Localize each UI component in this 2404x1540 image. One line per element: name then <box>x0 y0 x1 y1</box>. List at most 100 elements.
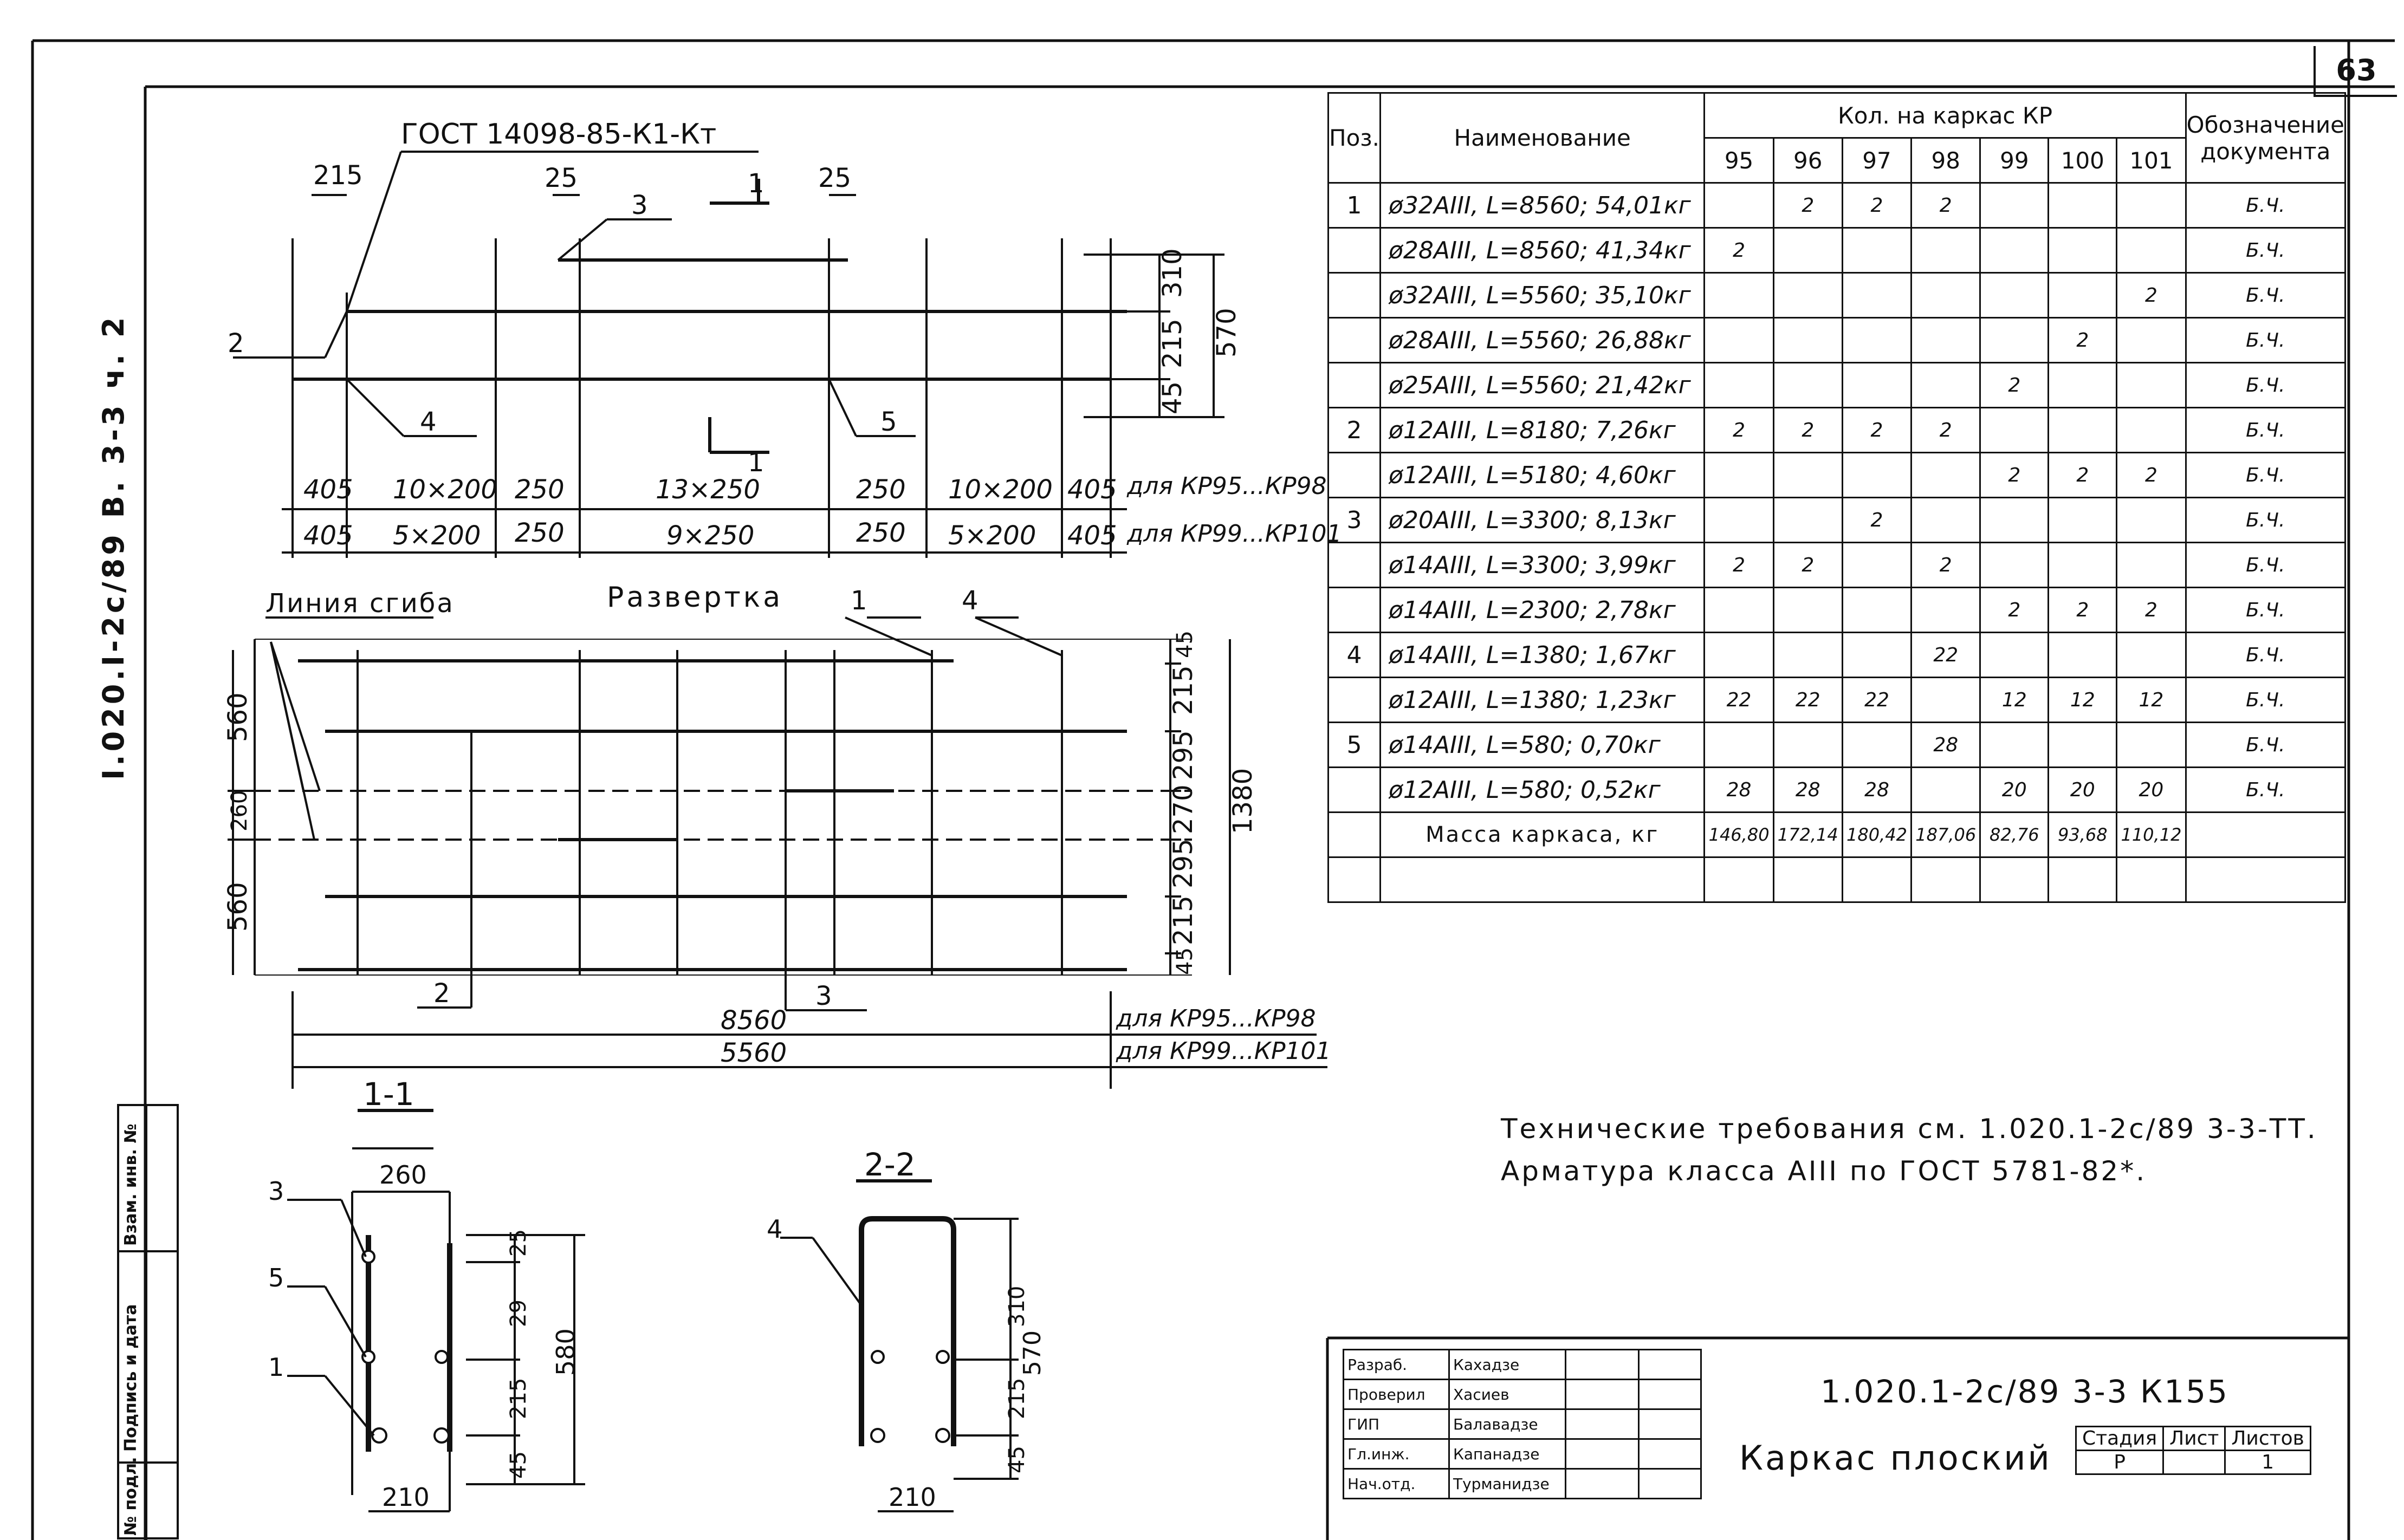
cell-name: ø12АIII, L=580; 0,52кг <box>1379 766 1706 813</box>
dim-r-45a: 45 <box>1172 631 1197 658</box>
cell-qty <box>2116 497 2187 543</box>
cell-qty: 20 <box>2116 766 2187 813</box>
cell-qty <box>1703 722 1774 768</box>
cell-qty <box>1910 766 1981 813</box>
cell-qty <box>1910 362 1981 408</box>
callout-3: 3 <box>631 190 648 220</box>
cell-qty <box>1910 677 1981 723</box>
mass-value: 82,76 <box>1979 811 2050 858</box>
cell-qty <box>1910 497 1981 543</box>
cell-qty <box>2116 182 2187 229</box>
sheet-label: Лист <box>2162 1426 2226 1451</box>
unfold-callout-2: 2 <box>433 978 450 1009</box>
empty-cell <box>1772 856 1843 903</box>
row2-dim-4: 250 <box>856 518 906 548</box>
section-1-dim-25: 25 <box>506 1229 531 1257</box>
dim-right-310: 310 <box>1157 248 1188 298</box>
mass-value: 110,12 <box>2116 811 2187 858</box>
dim-top-215: 215 <box>313 160 363 191</box>
cell-qty: 2 <box>1841 407 1913 453</box>
row2-dim-6: 405 <box>1067 521 1117 551</box>
role-signature <box>1565 1438 1640 1470</box>
cell-qty <box>1910 317 1981 363</box>
row2-dim-3: 9×250 <box>666 521 754 551</box>
dim-r-1380: 1380 <box>1228 768 1258 834</box>
role-person: Капанадзе <box>1448 1438 1566 1470</box>
empty-row <box>1327 856 2347 903</box>
cell-qty <box>1910 587 1981 633</box>
cell-qty <box>2047 272 2118 319</box>
cell-pos <box>1327 362 1381 408</box>
bend-line-label: Линия сгиба <box>265 588 455 619</box>
cell-name: ø14АIII, L=3300; 3,99кг <box>1379 542 1706 588</box>
cell-qty <box>2116 542 2187 588</box>
cell-qty: 2 <box>1703 227 1774 274</box>
cell-qty <box>1841 227 1913 274</box>
cell-pos: 3 <box>1327 497 1381 543</box>
cell-doc <box>2185 811 2347 858</box>
cell-name: ø14АIII, L=2300; 2,78кг <box>1379 587 1706 633</box>
header-col-100: 100 <box>2047 137 2118 184</box>
unfold-callout-3: 3 <box>815 981 832 1011</box>
cell-doc: Б.Ч. <box>2185 272 2347 319</box>
cell-pos: 4 <box>1327 632 1381 678</box>
section-1-callout-1: 1 <box>268 1353 284 1382</box>
dim-r-295a: 295 <box>1168 730 1198 780</box>
dim-r-295b: 295 <box>1168 839 1198 888</box>
cell-qty <box>2047 722 2118 768</box>
cell-qty <box>1979 542 2050 588</box>
sheet-value <box>2162 1450 2226 1475</box>
cell-qty <box>2116 407 2187 453</box>
cell-qty <box>1703 362 1774 408</box>
cell-qty: 2 <box>1703 542 1774 588</box>
empty-cell <box>2185 856 2347 903</box>
cell-qty <box>1703 272 1774 319</box>
cell-qty <box>1703 182 1774 229</box>
mass-value: 180,42 <box>1841 811 1913 858</box>
cell-qty <box>1703 497 1774 543</box>
cell-qty <box>2116 722 2187 768</box>
cell-name: ø12АIII, L=1380; 1,23кг <box>1379 677 1706 723</box>
row2-note: для КР99...КР101 <box>1126 520 1342 548</box>
cell-qty <box>1772 362 1843 408</box>
empty-cell <box>1703 856 1774 903</box>
dim-right-45: 45 <box>1157 381 1188 414</box>
header-col-99: 99 <box>1979 137 2050 184</box>
cell-qty: 22 <box>1841 677 1913 723</box>
sheet-number: 63 <box>2314 46 2397 97</box>
role-person: Хасиев <box>1448 1379 1566 1410</box>
cell-qty <box>1703 317 1774 363</box>
header-col-98: 98 <box>1910 137 1981 184</box>
role-title: Разраб. <box>1343 1349 1450 1380</box>
cell-qty <box>1979 722 2050 768</box>
cell-qty <box>1979 182 2050 229</box>
cell-qty <box>1910 272 1981 319</box>
role-title: Гл.инж. <box>1343 1438 1450 1470</box>
cell-qty <box>1703 587 1774 633</box>
unfold-callout-4: 4 <box>962 586 979 616</box>
header-doc: Обозначение документа <box>2185 92 2347 184</box>
cell-qty: 2 <box>1910 407 1981 453</box>
role-date <box>1638 1438 1702 1470</box>
cell-qty <box>1841 317 1913 363</box>
role-date <box>1638 1349 1702 1380</box>
mass-value: 187,06 <box>1910 811 1981 858</box>
section-mark-1-bottom: 1 <box>748 447 764 478</box>
cell-name: ø32АIII, L=5560; 35,10кг <box>1379 272 1706 319</box>
cell-qty <box>1841 722 1913 768</box>
cell-qty <box>2116 227 2187 274</box>
title-block-object-name: Каркас плоский <box>1739 1438 2052 1478</box>
cell-pos <box>1327 227 1381 274</box>
cell-qty: 2 <box>1703 407 1774 453</box>
cell-qty: 20 <box>2047 766 2118 813</box>
cell-doc: Б.Ч. <box>2185 722 2347 768</box>
mass-label: Масса каркаса, кг <box>1379 811 1706 858</box>
cell-doc: Б.Ч. <box>2185 227 2347 274</box>
mass-value: 146,80 <box>1703 811 1774 858</box>
